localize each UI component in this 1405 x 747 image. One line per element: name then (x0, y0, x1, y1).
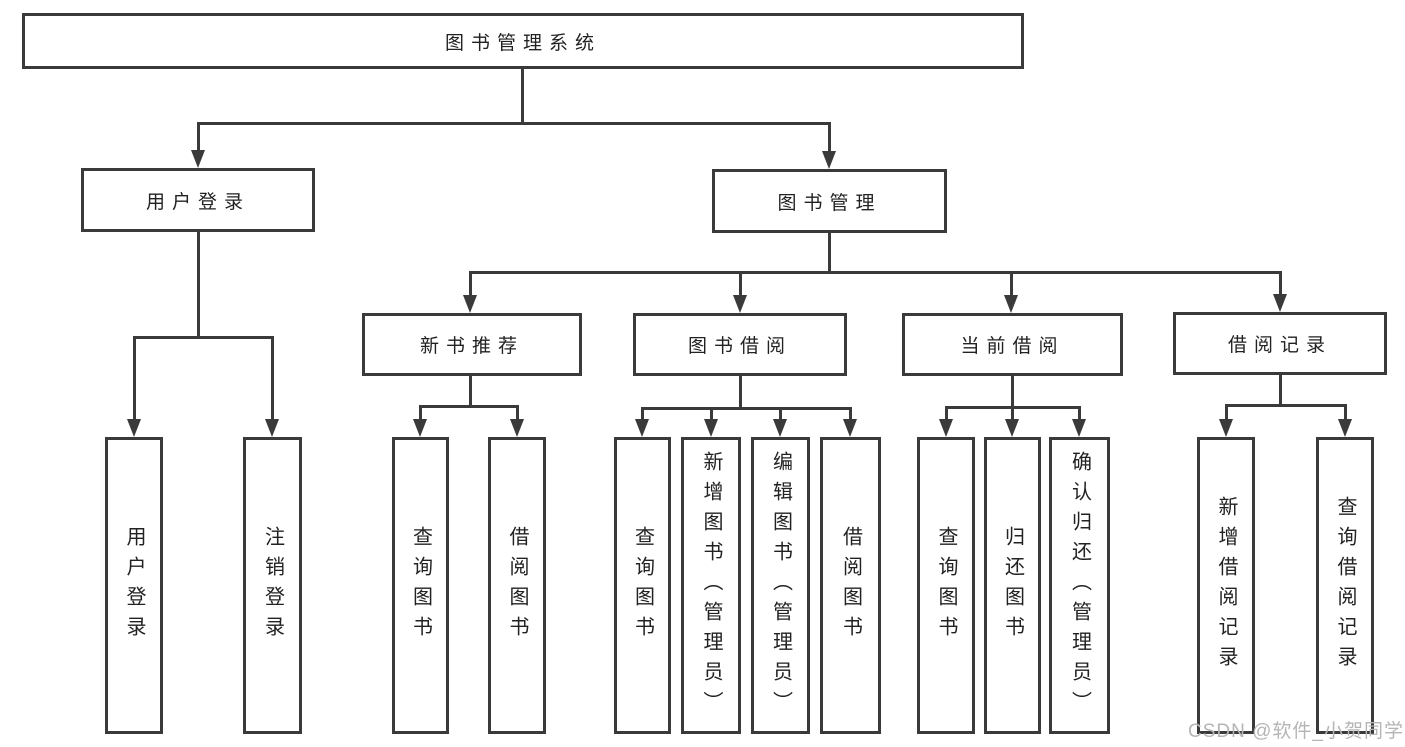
arrow-down-icon (733, 295, 747, 313)
connector-line (1225, 404, 1228, 419)
arrow-down-icon (191, 150, 205, 168)
connector-line (197, 122, 831, 125)
connector-line (133, 336, 136, 419)
leaf-user-login: 用户登录 (105, 437, 163, 734)
node-new-book-recommend-label: 新书推荐 (419, 336, 524, 357)
connector-line (1279, 271, 1282, 295)
connector-line (1011, 406, 1014, 419)
leaf-edit-books-admin: 编辑图书（管理员） (751, 437, 810, 734)
leaf-add-books-admin: 新增图书（管理员） (681, 437, 741, 734)
arrow-down-icon (1005, 419, 1019, 437)
connector-line (521, 69, 524, 122)
leaf-query-books-recommend-label: 查询图书 (409, 525, 432, 646)
connector-line (419, 405, 519, 408)
leaf-query-books-borrow: 查询图书 (614, 437, 671, 734)
node-current-borrow-label: 当前借阅 (960, 336, 1065, 357)
connector-line (710, 407, 713, 419)
leaf-return-books-label: 归还图书 (1001, 525, 1024, 646)
leaf-add-borrow-record-label: 新增借阅记录 (1215, 495, 1237, 676)
connector-line (641, 407, 644, 419)
node-book-borrow: 图书借阅 (633, 313, 847, 376)
arrow-down-icon (1338, 419, 1352, 437)
csdn-watermark: CSDN @软件_小贺同学 (1188, 721, 1404, 742)
connector-line (133, 336, 274, 339)
connector-line (828, 233, 831, 271)
leaf-borrow-books-recommend-label: 借阅图书 (506, 525, 528, 646)
leaf-add-books-admin-label: 新增图书（管理员） (700, 450, 722, 721)
leaf-borrow-books-recommend: 借阅图书 (488, 437, 546, 734)
leaf-confirm-return-admin: 确认归还（管理员） (1049, 437, 1110, 734)
connector-line (469, 271, 1282, 274)
arrow-down-icon (1273, 294, 1287, 312)
leaf-user-login-label: 用户登录 (123, 525, 145, 646)
connector-line (1011, 376, 1014, 406)
node-book-management: 图书管理 (712, 169, 947, 233)
connector-line (197, 122, 200, 150)
connector-line (419, 405, 422, 419)
arrow-down-icon (773, 419, 787, 437)
connector-line (516, 405, 519, 419)
connector-line (271, 336, 274, 419)
arrow-down-icon (822, 151, 836, 169)
node-user-login-label: 用户登录 (145, 191, 250, 213)
leaf-query-books-current-label: 查询图书 (935, 525, 957, 646)
arrow-down-icon (1072, 419, 1086, 437)
connector-line (1010, 271, 1013, 295)
connector-line (469, 376, 472, 405)
node-book-borrow-label: 图书借阅 (687, 336, 792, 357)
connector-line (197, 232, 200, 336)
node-root-label: 图书管理系统 (444, 32, 601, 54)
arrow-down-icon (1004, 295, 1018, 313)
leaf-query-books-recommend: 查询图书 (392, 437, 449, 734)
connector-line (641, 407, 851, 410)
connector-line (1279, 375, 1282, 404)
leaf-query-books-current: 查询图书 (917, 437, 975, 734)
leaf-borrow-books: 借阅图书 (820, 437, 881, 734)
leaf-query-books-borrow-label: 查询图书 (631, 525, 654, 646)
connector-line (739, 271, 742, 295)
connector-line (779, 407, 782, 419)
arrow-down-icon (704, 419, 718, 437)
leaf-logout-label: 注销登录 (261, 525, 284, 646)
connector-line (739, 376, 742, 407)
connector-line (828, 122, 831, 151)
leaf-edit-books-admin-label: 编辑图书（管理员） (769, 450, 792, 721)
leaf-query-borrow-record-label: 查询借阅记录 (1334, 495, 1356, 676)
node-root: 图书管理系统 (22, 13, 1024, 69)
arrow-down-icon (1219, 419, 1233, 437)
node-user-login: 用户登录 (81, 168, 315, 232)
arrow-down-icon (127, 419, 141, 437)
connector-line (1225, 404, 1346, 407)
arrow-down-icon (635, 419, 649, 437)
connector-line (469, 271, 472, 295)
connector-line (849, 407, 852, 419)
leaf-return-books: 归还图书 (984, 437, 1041, 734)
node-current-borrow: 当前借阅 (902, 313, 1123, 376)
arrow-down-icon (843, 419, 857, 437)
leaf-borrow-books-label: 借阅图书 (839, 525, 862, 646)
node-new-book-recommend: 新书推荐 (362, 313, 582, 376)
leaf-query-borrow-record: 查询借阅记录 (1316, 437, 1374, 734)
arrow-down-icon (413, 419, 427, 437)
arrow-down-icon (510, 419, 524, 437)
leaf-add-borrow-record: 新增借阅记录 (1197, 437, 1255, 734)
connector-line (1344, 404, 1347, 419)
node-book-management-label: 图书管理 (777, 192, 882, 214)
arrow-down-icon (265, 419, 279, 437)
leaf-confirm-return-admin-label: 确认归还（管理员） (1068, 450, 1091, 721)
arrow-down-icon (463, 295, 477, 313)
node-borrow-records-label: 借阅记录 (1227, 335, 1332, 356)
node-borrow-records: 借阅记录 (1173, 312, 1387, 375)
connector-line (1078, 406, 1081, 419)
leaf-logout: 注销登录 (243, 437, 302, 734)
connector-line (945, 406, 948, 419)
arrow-down-icon (939, 419, 953, 437)
